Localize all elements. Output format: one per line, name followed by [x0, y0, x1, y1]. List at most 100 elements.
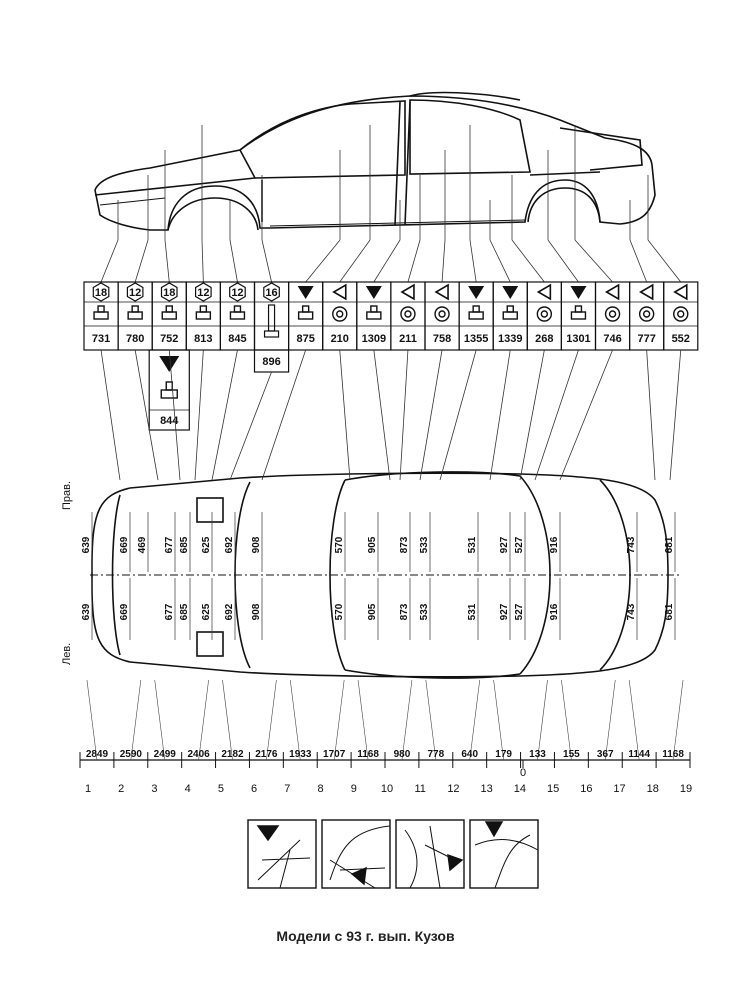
ring-icon-inner: [540, 310, 549, 318]
cell-number: 1309: [362, 333, 386, 345]
length-dim-label: 155: [563, 749, 580, 760]
side-view-leaders: [100, 125, 682, 283]
triangle-left-icon: [604, 283, 620, 301]
jack-icon: [229, 311, 246, 320]
leader-line: [229, 239, 238, 283]
cell-number: 875: [296, 333, 314, 345]
leader-line: [534, 349, 579, 481]
leader-line: [441, 239, 446, 283]
cell-number: 780: [126, 333, 144, 345]
ring-icon: [332, 306, 348, 322]
width-dim-label: 916: [549, 603, 560, 620]
symbol-cell: 777: [628, 281, 665, 351]
leader-line: [547, 239, 579, 283]
leader-line: [211, 349, 238, 481]
length-dim-label: 1144: [628, 749, 650, 760]
width-dim-label: 669: [119, 603, 130, 620]
jack-icon: [570, 311, 587, 320]
width-dim-label: 469: [137, 536, 148, 553]
badge-value: 16: [265, 287, 277, 299]
point-number: 13: [481, 783, 493, 795]
jack-icon-top: [233, 305, 242, 313]
cell-number: 268: [535, 333, 553, 345]
width-dim-label: 685: [179, 603, 190, 620]
triangle-left-icon: [434, 283, 449, 301]
length-leader: [604, 679, 616, 761]
leader-line: [305, 239, 341, 283]
leader-line: [168, 349, 181, 481]
leader-line: [489, 239, 511, 283]
length-leader: [628, 679, 640, 761]
jack-icon: [127, 311, 143, 320]
length-leader: [130, 679, 142, 761]
jack-icon-top: [506, 305, 514, 313]
top-view-leaders: [100, 349, 682, 481]
length-leader: [198, 679, 209, 761]
length-dim-label: 2182: [221, 749, 244, 760]
width-dim-label: 908: [251, 603, 262, 620]
symbol-cell: 210: [322, 281, 358, 351]
cell-number: 731: [92, 333, 110, 345]
jack-icon: [297, 311, 314, 320]
width-dim-label: 531: [467, 536, 478, 553]
width-dim-label: 905: [367, 536, 378, 553]
length-leader: [333, 679, 345, 761]
width-dim-label: 531: [467, 603, 478, 620]
length-dim-label: 640: [461, 749, 478, 760]
leader-line: [469, 239, 477, 283]
cell-number: 752: [160, 333, 178, 345]
width-dim-label: 527: [514, 536, 525, 553]
triangle-down-icon: [297, 286, 314, 299]
jack-icon: [502, 311, 518, 320]
jack-icon: [195, 311, 212, 320]
length-leader: [154, 679, 166, 761]
jack-icon-top: [165, 381, 173, 391]
cell-number: 844: [160, 415, 179, 427]
leader-line: [559, 349, 613, 481]
length-leader: [561, 679, 572, 761]
leader-line: [669, 349, 682, 481]
triangle-left-icon: [400, 283, 415, 301]
ring-icon: [536, 306, 553, 322]
leader-line: [407, 239, 421, 283]
ring-icon-inner: [438, 310, 446, 318]
jack-icon-top: [301, 305, 310, 313]
symbol-cell: 875: [288, 281, 324, 351]
width-dim-label: 625: [201, 536, 212, 553]
bolt-icon-head: [263, 330, 280, 338]
hex-badge-icon: [195, 282, 212, 302]
point-number: 8: [317, 783, 323, 795]
length-leader: [401, 679, 413, 761]
cell-number: 1339: [498, 333, 522, 345]
triangle-down-icon: [159, 356, 180, 372]
hex-badge-icon: [263, 282, 280, 302]
cell-number: 896: [262, 356, 280, 368]
leader-line: [229, 371, 272, 481]
point-number: 19: [680, 783, 692, 795]
length-leader: [672, 679, 684, 761]
point-number: 3: [151, 783, 157, 795]
jack-icon-top: [574, 305, 583, 313]
symbol-cell: 1301: [560, 281, 597, 351]
jack-icon: [468, 311, 484, 320]
point-number: 11: [415, 783, 426, 795]
cell-number: 746: [603, 333, 621, 345]
leader-line: [519, 349, 545, 481]
hex-badge-icon: [92, 282, 110, 302]
width-dim-label: 533: [419, 536, 430, 553]
jack-icon: [160, 389, 178, 399]
ring-icon: [638, 306, 655, 322]
jack-icon: [161, 311, 177, 320]
width-dim-label: 692: [224, 536, 235, 553]
triangle-down-icon: [570, 286, 587, 299]
jack-icon-top: [131, 305, 139, 313]
length-dim-label: 2590: [120, 749, 143, 760]
width-dim-label: 533: [419, 603, 430, 620]
length-leader: [493, 679, 504, 761]
triangle-down-icon: [468, 286, 485, 299]
length-dim-label: 1168: [357, 749, 379, 760]
car-top-view: [90, 471, 680, 679]
point-number: 1: [85, 783, 91, 795]
